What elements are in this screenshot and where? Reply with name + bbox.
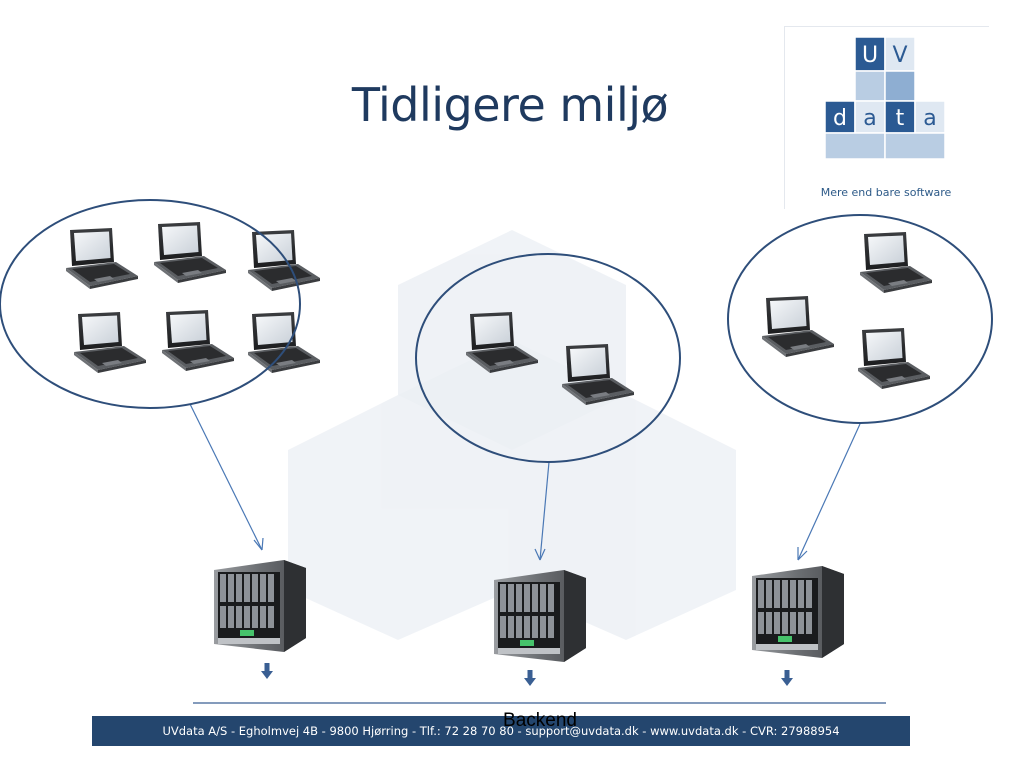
- group-left: [66, 222, 320, 373]
- laptop-icon: [74, 312, 146, 373]
- laptop-icon: [154, 222, 226, 283]
- laptop-icon: [248, 312, 320, 373]
- connector-right: [797, 423, 861, 561]
- slide-title: Tidligere miljø: [351, 78, 669, 132]
- server-icon: [214, 560, 306, 652]
- logo-letter-a1: a: [863, 106, 876, 131]
- connector-middle: [539, 461, 550, 561]
- laptop-icon: [762, 296, 834, 357]
- ellipse-group-middle: [415, 253, 681, 463]
- logo-letter-a2: a: [923, 106, 936, 131]
- arrow-down-icon: [524, 670, 536, 686]
- server-icon: [752, 566, 844, 658]
- connector-lines: [189, 403, 861, 561]
- logo-letter-d: d: [833, 106, 847, 131]
- backend-label: Backend: [503, 710, 577, 731]
- footer-contact-text: UVdata A/S - Egholmvej 4B - 9800 Hjørrin…: [162, 724, 840, 738]
- group-right: [762, 232, 932, 389]
- logo-tagline: Mere end bare software: [820, 186, 952, 199]
- logo: U V d a t a: [784, 26, 989, 209]
- connector-left-arrowhead: [253, 537, 264, 551]
- logo-letter-v: V: [892, 43, 907, 68]
- laptop-icon: [162, 310, 234, 371]
- connector-right-arrowhead: [797, 547, 808, 561]
- footer-bar: [92, 716, 910, 746]
- ellipse-group-left: [0, 199, 301, 409]
- logo-letter-t: t: [896, 106, 905, 131]
- laptop-icon: [858, 328, 930, 389]
- arrow-down-icon: [781, 670, 793, 686]
- arrow-down-icon: [261, 663, 273, 679]
- server-icon: [494, 570, 586, 662]
- uvdata-cube-logo: U V d a t a: [824, 36, 946, 160]
- laptop-icon: [66, 228, 138, 289]
- ellipse-group-right: [727, 214, 993, 424]
- logo-letter-u: U: [862, 43, 878, 68]
- laptop-icon: [860, 232, 932, 293]
- connector-middle-arrowhead: [534, 548, 546, 561]
- connector-left: [189, 403, 263, 551]
- laptop-icon: [248, 230, 320, 291]
